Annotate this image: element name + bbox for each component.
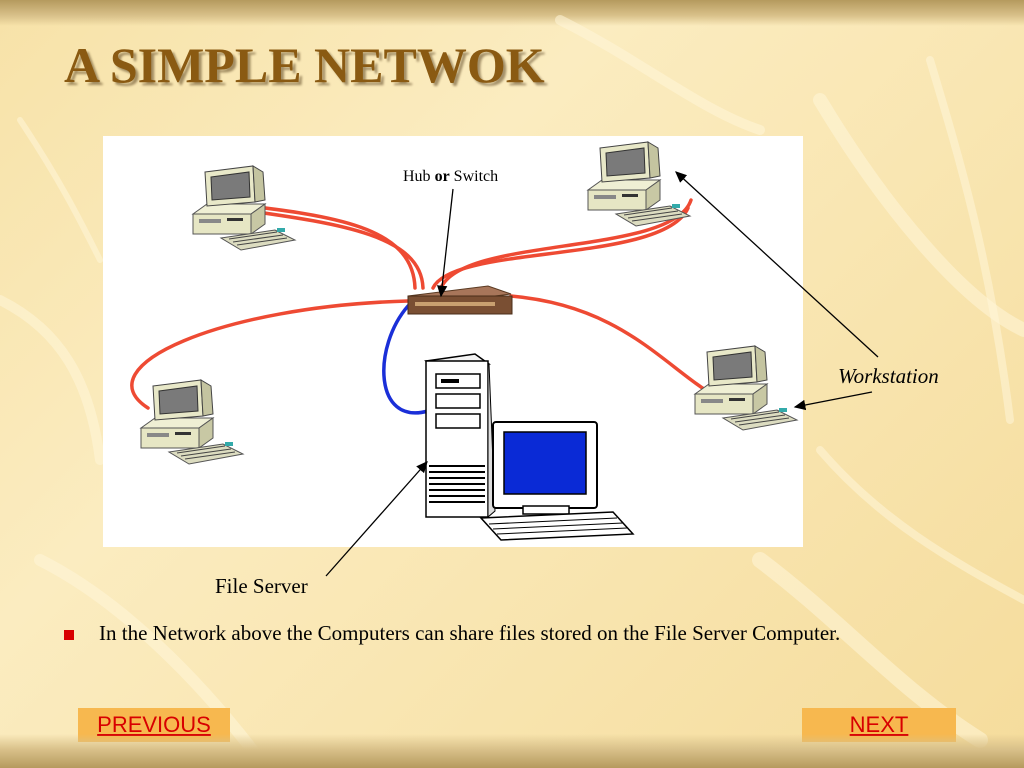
workstation-bottom-left [140,379,244,465]
network-diagram: Hub or Switch [103,136,803,547]
hub-label-or: or [434,168,450,185]
bottom-band [0,734,1024,768]
hub-switch-device [407,285,513,315]
top-band [0,0,1024,26]
switch-label-text: Switch [453,168,499,185]
workstation-bottom-right [694,345,798,431]
hub-switch-label: Hub or Switch [403,168,498,186]
bullet-text: In the Network above the Computers can s… [99,621,841,645]
file-server [424,353,635,541]
slide-title: A SIMPLE NETWOK [64,37,545,93]
workstation-top-left [192,165,296,251]
bullet-marker [64,630,74,640]
workstation-top-right [587,141,691,227]
file-server-label: File Server [215,574,308,598]
network-diagram-svg [130,141,798,541]
workstation-label: Workstation [838,364,939,388]
hub-label-text: Hub [403,168,431,185]
